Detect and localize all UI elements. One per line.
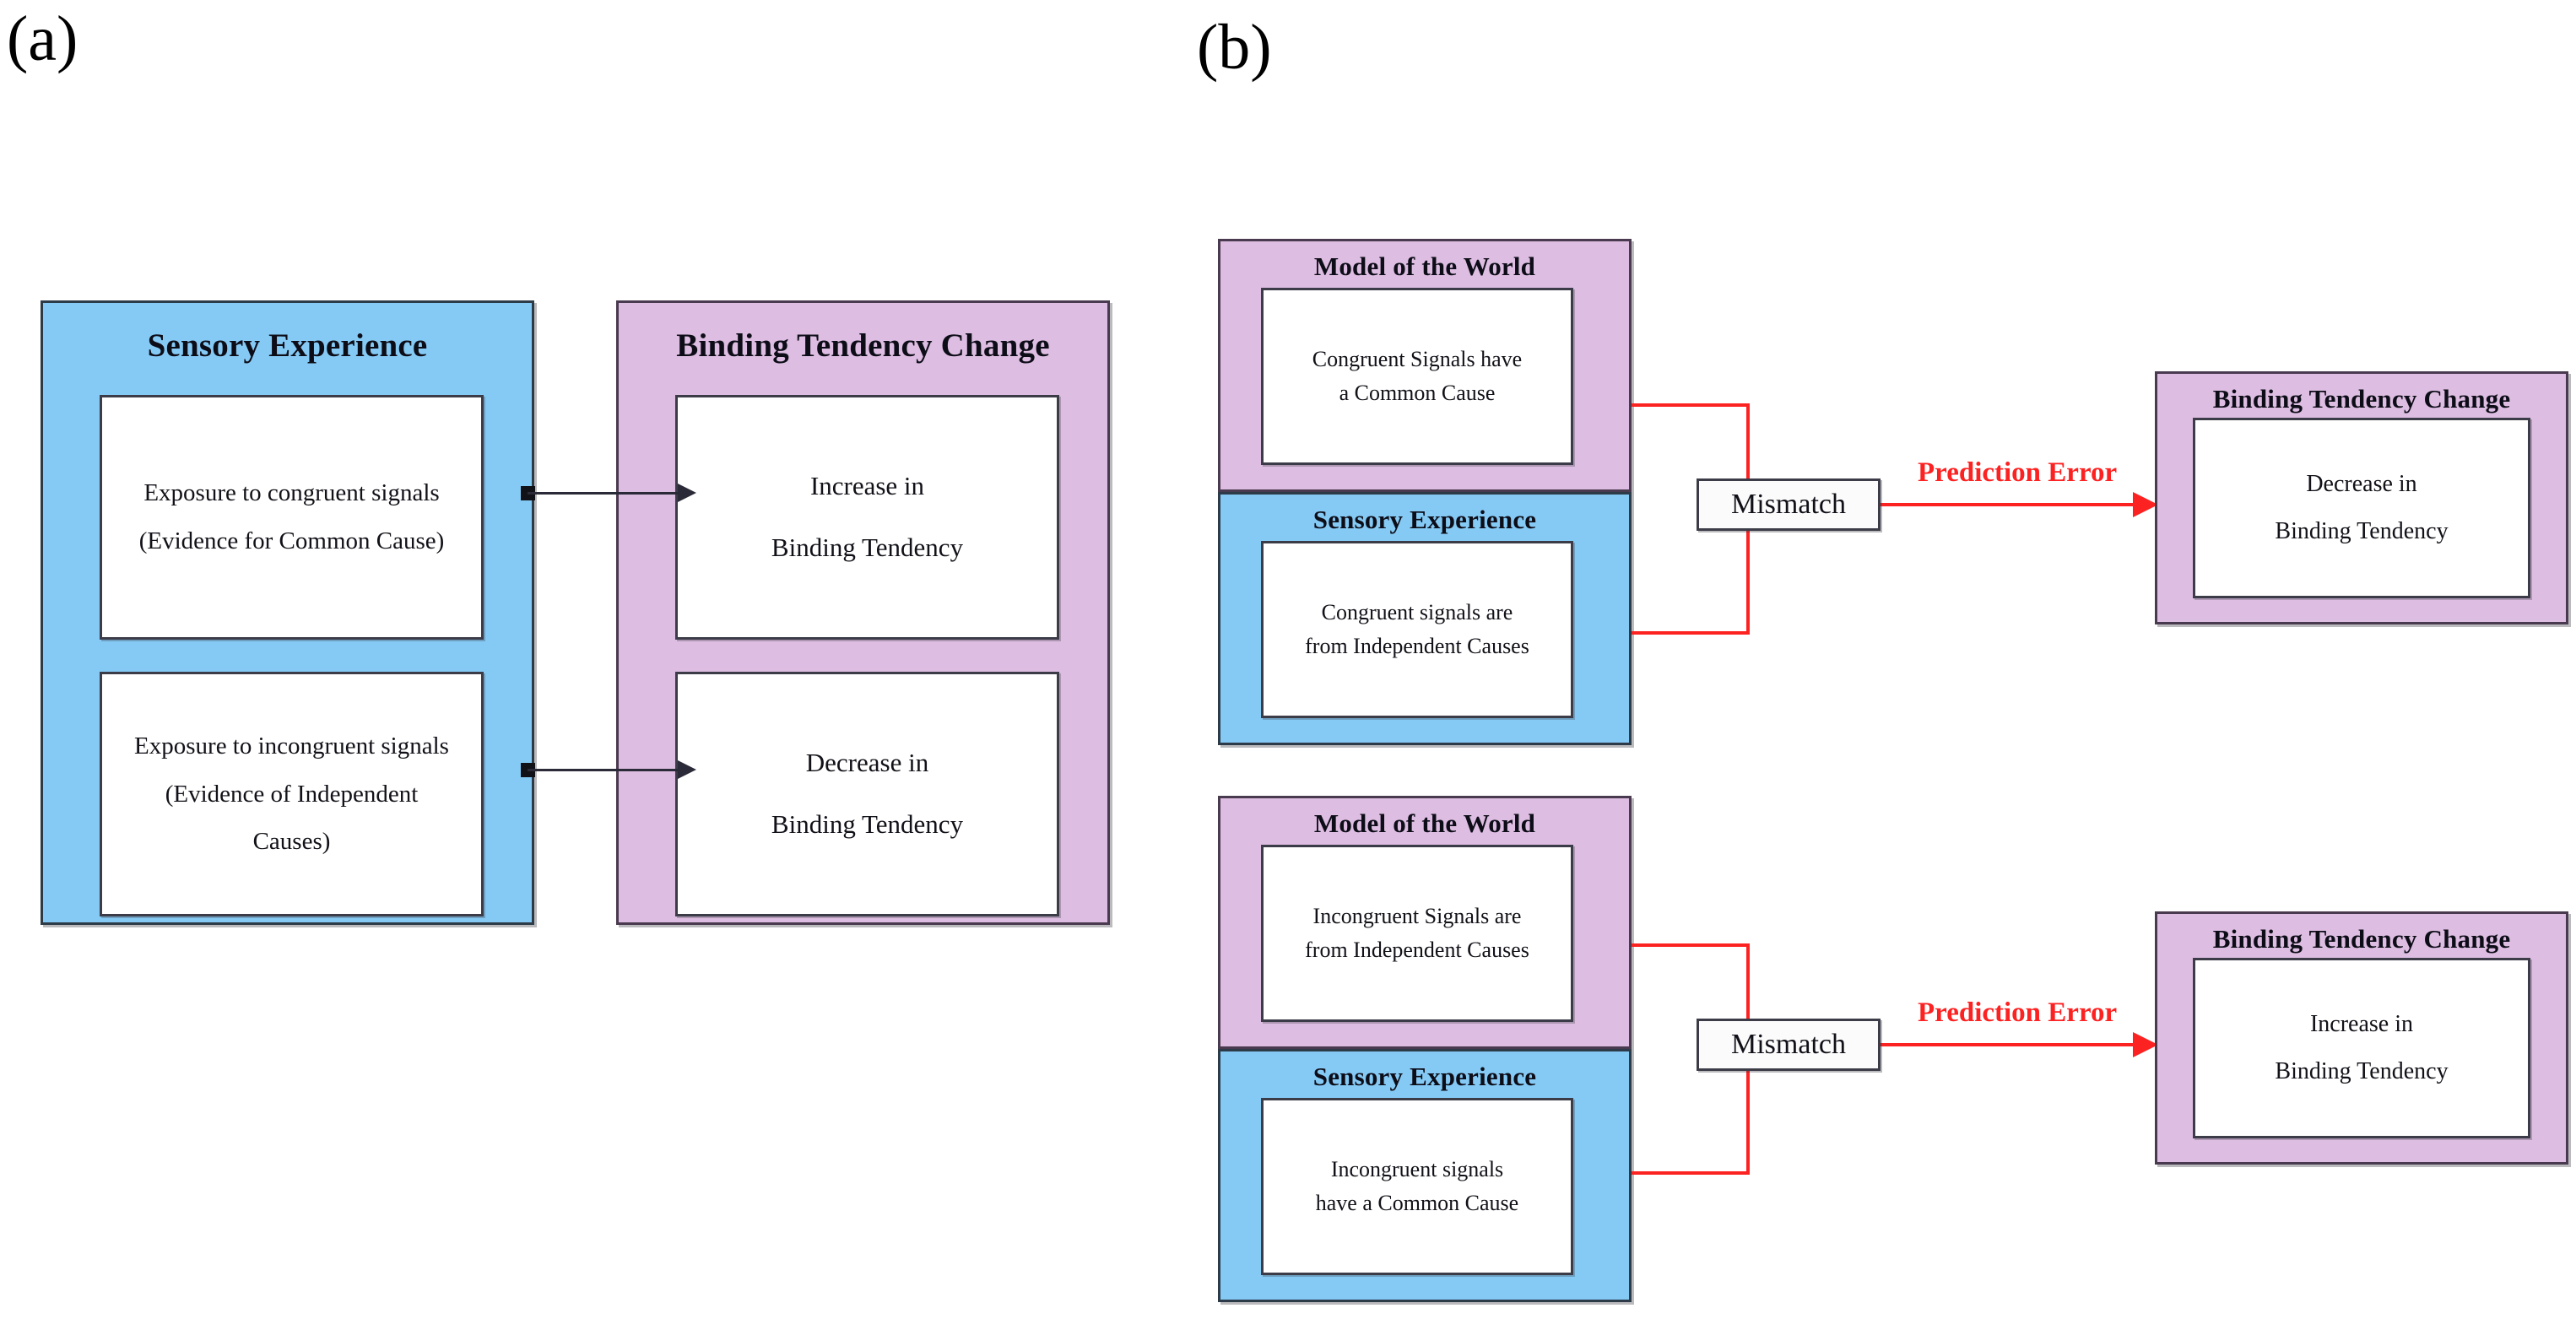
panel-b-row1-mismatch-label: Mismatch <box>1731 489 1846 520</box>
panel-b-row2-sensory-experience-group: Sensory Experience Incongruent signals h… <box>1218 1049 1632 1302</box>
panel-a-decrease-binding-line2: Binding Tendency <box>771 809 964 839</box>
panel-b-row1-outcome-box: Decrease in Binding Tendency <box>2193 418 2530 598</box>
panel-b-row2-sensory-experience-box: Incongruent signals have a Common Cause <box>1261 1098 1573 1275</box>
panel-a-congruent-exposure-line1: Exposure to congruent signals <box>143 479 440 507</box>
panel-b-label: (b) <box>1197 12 1272 83</box>
panel-b-row2-model-line1: Incongruent Signals are <box>1312 903 1522 928</box>
panel-a-decrease-binding-line1: Decrease in <box>805 748 929 778</box>
panel-b-row1-sensory-line2: from Independent Causes <box>1305 634 1529 658</box>
panel-a-arrow-congruent-to-increase <box>521 484 706 502</box>
panel-b-row2-connector-model-horizontal <box>1632 943 1750 947</box>
panel-b-row1-prediction-error-arrow-head-icon <box>2133 492 2158 517</box>
panel-b-row1-connector-model-horizontal <box>1632 403 1750 407</box>
panel-b-row2-prediction-error-arrow-head-icon <box>2133 1032 2158 1057</box>
panel-b-row2-binding-tendency-change-title: Binding Tendency Change <box>2212 924 2511 954</box>
panel-b-row1-sensory-line1: Congruent signals are <box>1321 599 1513 624</box>
panel-a-congruent-exposure-line2: (Evidence for Common Cause) <box>138 527 445 554</box>
panel-b-row2-model-line2: from Independent Causes <box>1305 938 1529 962</box>
panel-b-row2-model-of-world-group: Model of the World Incongruent Signals a… <box>1218 796 1632 1049</box>
arrow-shaft-icon <box>528 769 679 771</box>
panel-a-incongruent-exposure-line3: Causes) <box>252 828 331 856</box>
panel-a-congruent-exposure-box: Exposure to congruent signals (Evidence … <box>100 395 484 640</box>
panel-a-incongruent-exposure-line2: (Evidence of Independent <box>165 780 419 808</box>
panel-a-sensory-experience-title: Sensory Experience <box>147 327 428 364</box>
panel-b-row2-model-of-world-title: Model of the World <box>1313 808 1536 838</box>
panel-b-row1-outcome-line1: Decrease in <box>2306 471 2417 497</box>
panel-b-row1-model-of-world-box: Congruent Signals have a Common Cause <box>1261 288 1573 465</box>
panel-b-row2-sensory-line1: Incongruent signals <box>1330 1156 1504 1181</box>
panel-b-row2-outcome-line2: Binding Tendency <box>2275 1058 2449 1084</box>
panel-a-increase-binding-line1: Increase in <box>809 471 925 501</box>
panel-b-row2-model-of-world-box: Incongruent Signals are from Independent… <box>1261 845 1573 1022</box>
panel-b-row2-mismatch-box: Mismatch <box>1697 1019 1881 1071</box>
panel-a-binding-tendency-change-group: Binding Tendency Change Increase in Bind… <box>616 300 1110 925</box>
panel-a-label: (a) <box>7 3 78 74</box>
arrow-head-icon <box>678 484 696 502</box>
panel-b-row2-mismatch-label: Mismatch <box>1731 1029 1846 1060</box>
arrow-shaft-icon <box>528 492 679 495</box>
arrow-head-icon <box>678 760 696 779</box>
panel-b-row1-sensory-experience-box: Congruent signals are from Independent C… <box>1261 541 1573 718</box>
panel-b-row1-mismatch-box: Mismatch <box>1697 478 1881 531</box>
panel-a-arrow-incongruent-to-decrease <box>521 760 706 779</box>
panel-b-row1-model-line2: a Common Cause <box>1339 381 1496 405</box>
panel-b-row2-outcome-box: Increase in Binding Tendency <box>2193 958 2530 1138</box>
panel-a-increase-binding-line2: Binding Tendency <box>771 532 964 562</box>
panel-b-row2-outcome-line1: Increase in <box>2309 1011 2414 1037</box>
panel-b-row1-sensory-experience-title: Sensory Experience <box>1312 505 1537 534</box>
panel-b-row1-sensory-experience-group: Sensory Experience Congruent signals are… <box>1218 492 1632 745</box>
panel-b-row2-sensory-experience-title: Sensory Experience <box>1312 1062 1537 1091</box>
panel-b-row2-connector-sensory-horizontal <box>1632 1171 1750 1175</box>
panel-b-row2-sensory-line2: have a Common Cause <box>1315 1191 1519 1215</box>
panel-b-row1-outcome-line2: Binding Tendency <box>2275 518 2449 544</box>
panel-b-row1-model-of-world-group: Model of the World Congruent Signals hav… <box>1218 239 1632 492</box>
panel-a-binding-tendency-change-title: Binding Tendency Change <box>676 327 1050 364</box>
panel-b-row2-prediction-error-shaft <box>1879 1043 2140 1046</box>
panel-a-increase-binding-box: Increase in Binding Tendency <box>675 395 1059 640</box>
panel-a-incongruent-exposure-box: Exposure to incongruent signals (Evidenc… <box>100 672 484 916</box>
panel-b-row2-prediction-error-label: Prediction Error <box>1918 997 2118 1028</box>
panel-a-sensory-experience-group: Sensory Experience Exposure to congruent… <box>41 300 534 925</box>
panel-b-row1-prediction-error-shaft <box>1879 503 2140 506</box>
panel-b-row1-binding-tendency-change-group: Binding Tendency Change Decrease in Bind… <box>2155 371 2568 624</box>
panel-a-decrease-binding-box: Decrease in Binding Tendency <box>675 672 1059 916</box>
panel-a-incongruent-exposure-line1: Exposure to incongruent signals <box>134 732 449 760</box>
panel-b-row1-model-line1: Congruent Signals have <box>1312 346 1523 371</box>
panel-b-row1-prediction-error-label: Prediction Error <box>1918 457 2118 488</box>
panel-b-row1-model-of-world-title: Model of the World <box>1313 251 1536 281</box>
panel-b-row1-binding-tendency-change-title: Binding Tendency Change <box>2212 384 2511 414</box>
panel-b-row2-binding-tendency-change-group: Binding Tendency Change Increase in Bind… <box>2155 911 2568 1165</box>
panel-b-row1-connector-sensory-horizontal <box>1632 631 1750 635</box>
